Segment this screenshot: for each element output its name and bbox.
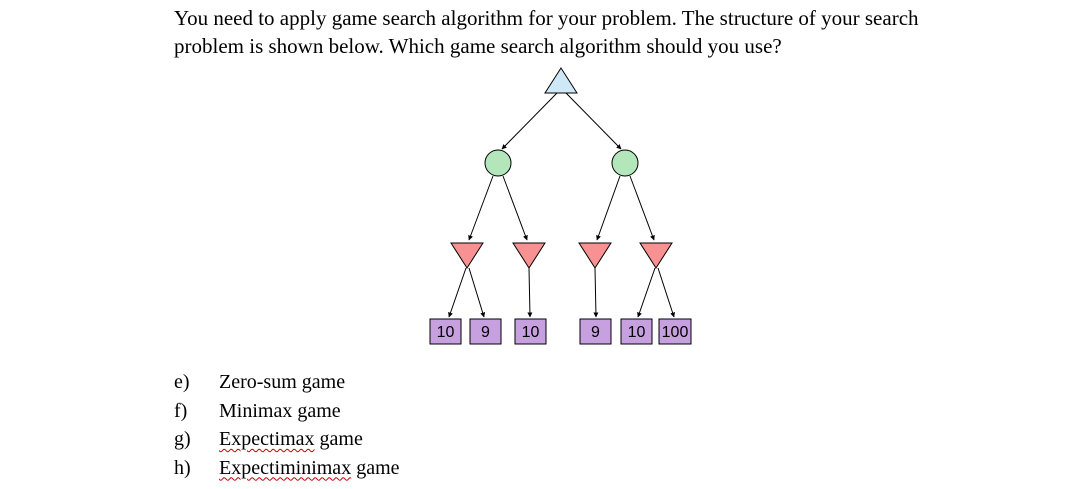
option-h-rest: game (351, 456, 400, 479)
option-g-spellcheck-word: Expectimax (219, 428, 315, 450)
edge-chance-1-min-2 (502, 175, 528, 241)
leaf-1: 10 (429, 318, 462, 345)
option-e-letter: e) (174, 371, 190, 393)
chance-node-1 (484, 149, 512, 177)
option-e-text: Zero-sum game (219, 371, 346, 393)
question-text: You need to apply game search algorithm … (174, 4, 994, 60)
edge-min-1-leaf-2 (468, 267, 486, 318)
edge-chance-2-min-3 (596, 175, 621, 241)
leaf-3-value: 10 (522, 324, 540, 341)
question-line-2: problem is shown below. Which game searc… (174, 34, 782, 58)
option-h-text: Expectiminimax game (219, 454, 400, 483)
leaf-2-value: 9 (481, 324, 490, 341)
chance-node-2 (611, 149, 639, 177)
option-g-rest: game (314, 428, 363, 450)
leaf-5: 10 (620, 318, 653, 345)
leaf-6-value: 100 (662, 324, 689, 341)
edge-root-chance-2 (565, 92, 622, 150)
leaf-4: 9 (579, 318, 612, 345)
edge-chance-1-min-1 (468, 175, 494, 241)
option-f-text: Minimax game (219, 399, 341, 422)
edge-min-1-leaf-1 (448, 267, 467, 318)
tree-edges (448, 92, 675, 318)
option-g-text: Expectimax game (219, 425, 363, 454)
edge-min-4-leaf-5 (637, 267, 656, 318)
leaf-6: 100 (658, 318, 692, 345)
edge-min-3-leaf-4 (593, 267, 599, 318)
min-node-3 (578, 242, 612, 269)
option-g-letter: g) (174, 428, 191, 450)
min-node-1 (450, 242, 484, 269)
edge-root-chance-1 (501, 92, 558, 150)
edge-min-4-leaf-6 (657, 267, 675, 318)
min-node-2 (512, 242, 546, 269)
leaf-1-value: 10 (437, 324, 455, 341)
edge-min-2-leaf-3 (527, 267, 533, 318)
option-f-letter: f) (174, 399, 188, 422)
max-node-root (544, 67, 578, 94)
leaf-3: 10 (514, 318, 547, 345)
edge-chance-2-min-4 (629, 175, 655, 241)
leaf-4-value: 9 (591, 324, 600, 341)
leaf-5-value: 10 (628, 324, 646, 341)
option-h-spellcheck-word: Expectiminimax (219, 456, 352, 479)
leaf-2: 9 (469, 318, 502, 345)
question-line-1: You need to apply game search algorithm … (174, 6, 919, 30)
min-node-4 (639, 242, 673, 269)
option-h-letter: h) (174, 456, 191, 479)
